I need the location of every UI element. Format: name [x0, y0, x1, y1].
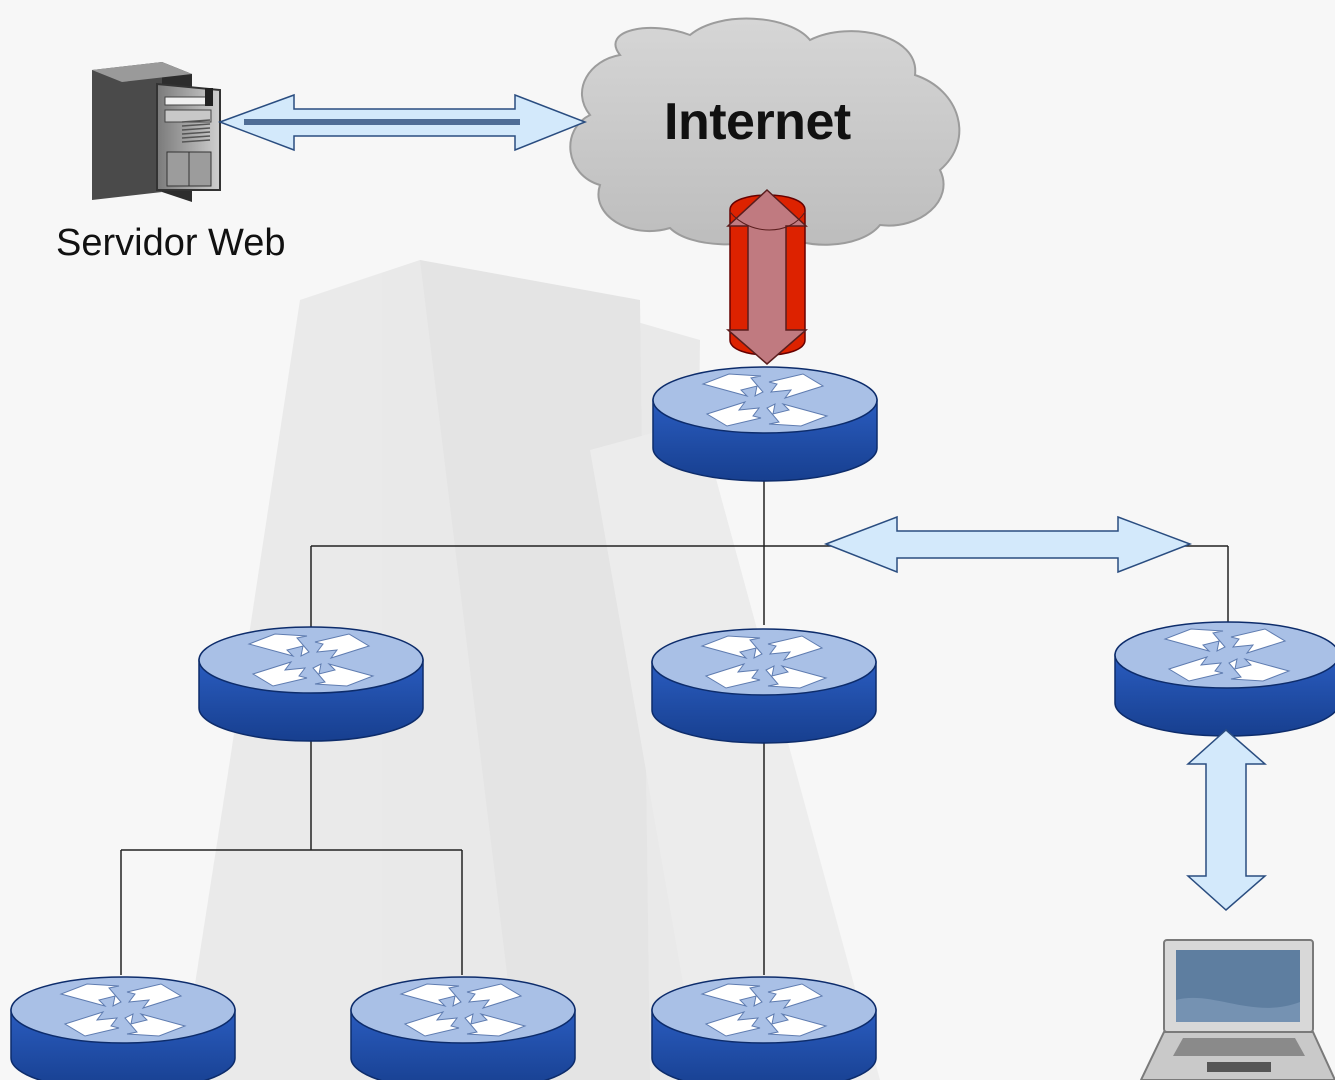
router-core	[652, 366, 878, 482]
cloud-icon	[569, 17, 961, 246]
router-mid-center	[651, 628, 877, 744]
laptop-icon	[1139, 939, 1335, 1080]
router-bottom-center	[651, 976, 877, 1080]
server-tower-icon	[92, 62, 221, 202]
router-bottom-middle	[350, 976, 576, 1080]
web-server-label: Servidor Web	[56, 222, 286, 264]
server-internet-arrow	[217, 93, 588, 152]
horizontal-link-arrow	[823, 515, 1193, 574]
internet-label: Internet	[664, 93, 851, 151]
router-mid-left	[198, 626, 424, 742]
background-watermark	[180, 260, 880, 1080]
laptop-link-arrow	[1186, 728, 1268, 912]
router-mid-right	[1114, 621, 1335, 737]
router-bottom-left	[10, 976, 236, 1080]
internet-uplink-arrow	[725, 188, 809, 365]
